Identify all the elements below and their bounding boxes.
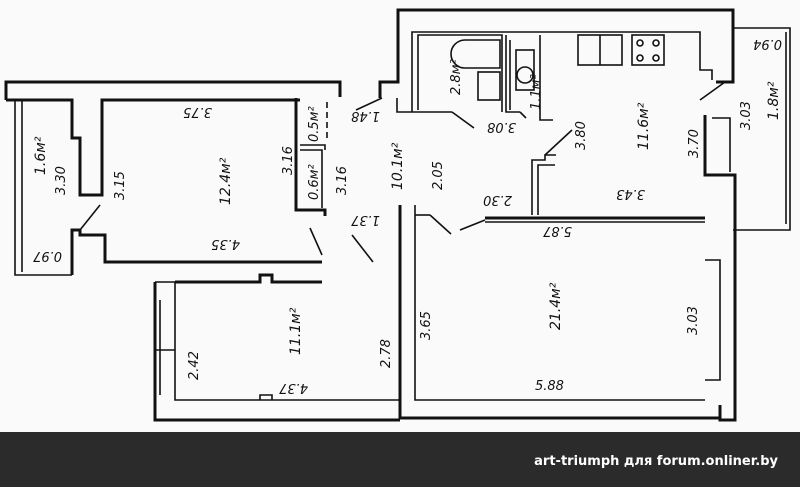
hall-area: 10.1м² bbox=[390, 142, 406, 190]
hall-door-width: 1.48 bbox=[351, 108, 380, 123]
room1-bottom: 4.35 bbox=[211, 236, 240, 251]
balcony-right-length: 3.03 bbox=[739, 101, 754, 130]
closet1-area: 0.5м² bbox=[307, 106, 322, 142]
floor-plan-drawing: 1.6м² 3.30 0.97 3.15 3.75 12.4м² 4.35 3.… bbox=[4, 8, 791, 422]
balcony-left-length: 3.30 bbox=[54, 166, 69, 195]
room3-left-wall: 2.42 bbox=[187, 351, 202, 380]
balcony-left-area: 1.6м² bbox=[33, 136, 49, 175]
hall-length: 2.30 bbox=[483, 192, 512, 207]
kitchen-area: 11.6м² bbox=[636, 102, 652, 150]
hall-corridor-width: 1.37 bbox=[350, 212, 380, 227]
footer-bar: art-triumph для forum.onliner.by bbox=[0, 432, 800, 487]
room1-right-wall: 3.16 bbox=[281, 146, 296, 175]
balcony-right-width: 0.94 bbox=[753, 36, 782, 51]
room2-bottom: 5.88 bbox=[535, 379, 564, 394]
kitchen-bottom: 3.43 bbox=[616, 186, 645, 201]
closet-length: 3.16 bbox=[335, 166, 350, 195]
walls bbox=[4, 8, 791, 422]
room3-area: 11.1м² bbox=[288, 307, 304, 355]
bath-area: 2.8м² bbox=[449, 59, 464, 95]
room2-right-wall: 3.03 bbox=[686, 306, 701, 335]
wc-area: 1.1м² bbox=[529, 74, 544, 110]
closet2-area: 0.6м² bbox=[307, 164, 322, 200]
bath-length: 3.08 bbox=[487, 119, 516, 134]
room1-left-wall: 3.15 bbox=[113, 171, 128, 200]
room1-top: 3.75 bbox=[183, 104, 212, 119]
door-swings bbox=[79, 81, 726, 263]
room2-left-wall: 3.65 bbox=[419, 311, 434, 340]
credit-text: art-triumph для forum.onliner.by bbox=[534, 454, 778, 469]
room1-area: 12.4м² bbox=[218, 157, 234, 205]
room2-area: 21.4м² bbox=[548, 282, 564, 330]
kitchen-left-wall: 3.80 bbox=[574, 121, 589, 150]
balcony-right-area: 1.8м² bbox=[766, 81, 782, 120]
hall-width: 2.05 bbox=[431, 161, 446, 190]
dimension-labels: 1.6м² 3.30 0.97 3.15 3.75 12.4м² 4.35 3.… bbox=[32, 36, 782, 395]
kitchen-right-wall: 3.70 bbox=[687, 129, 702, 158]
room3-bottom: 4.37 bbox=[278, 380, 308, 395]
room3-right-wall: 2.78 bbox=[379, 339, 394, 368]
room2-top: 5.87 bbox=[542, 223, 572, 238]
balcony-left-width: 0.97 bbox=[32, 248, 62, 263]
